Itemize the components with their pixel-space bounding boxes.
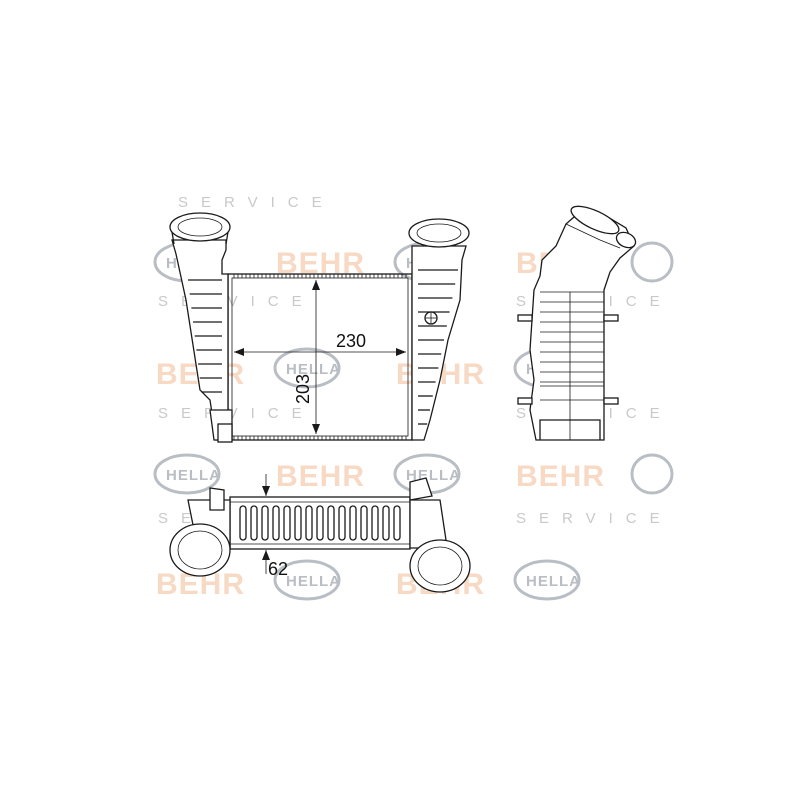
fin-slot xyxy=(316,505,324,541)
watermark-hella-logo: HELLA xyxy=(273,559,341,601)
dimension-depth-label: 62 xyxy=(268,559,288,579)
watermark-service: SERVICE xyxy=(178,194,335,211)
dimension-depth xyxy=(262,474,270,574)
watermark-behr: BEHR xyxy=(276,247,365,280)
dimension-height xyxy=(312,280,320,434)
side-view xyxy=(517,205,637,441)
fin-slot xyxy=(393,505,401,541)
right-tank xyxy=(408,218,470,441)
watermark-hella-logo xyxy=(630,241,674,283)
svg-text:HELLA: HELLA xyxy=(286,573,341,590)
fin-slot xyxy=(283,505,291,541)
front-core-inner xyxy=(231,277,409,437)
core-fins xyxy=(233,274,407,440)
svg-text:HELLA: HELLA xyxy=(526,573,581,590)
watermark-service: SERVICE xyxy=(516,510,673,527)
fin-slot xyxy=(261,505,269,541)
fin-slot xyxy=(349,505,357,541)
front-view: 230 203 xyxy=(169,212,470,443)
svg-text:HELLA: HELLA xyxy=(286,361,341,378)
watermark-hella-logo: HELLA xyxy=(513,559,581,601)
fin-slot xyxy=(371,505,379,541)
fin-slot xyxy=(239,505,247,541)
watermark-service: SERVICE xyxy=(158,405,315,422)
fin-slot xyxy=(272,505,280,541)
top-fins xyxy=(239,505,401,541)
fin-slot xyxy=(305,505,313,541)
watermark-behr: BEHR xyxy=(276,460,365,493)
dimension-height-label: 203 xyxy=(293,374,313,404)
watermark-hella-logo xyxy=(630,453,674,495)
fin-slot xyxy=(338,505,346,541)
side-ribs xyxy=(540,301,604,383)
watermark-behr: BEHR xyxy=(516,460,605,493)
fin-slot xyxy=(327,505,335,541)
top-view: 62 xyxy=(169,474,471,593)
dimension-width xyxy=(234,348,406,356)
fin-slot xyxy=(294,505,302,541)
svg-text:HELLA: HELLA xyxy=(166,467,221,484)
watermark-service: SERVICE xyxy=(158,293,315,310)
left-tank xyxy=(169,212,233,443)
watermark-hella-logo: HELLA xyxy=(273,347,341,389)
fin-slot xyxy=(250,505,258,541)
fin-slot xyxy=(360,505,368,541)
watermark-hella-logo: HELLA xyxy=(153,453,221,495)
dimension-width-label: 230 xyxy=(336,331,366,351)
fin-slot xyxy=(382,505,390,541)
left-tank-ribs xyxy=(188,279,222,393)
